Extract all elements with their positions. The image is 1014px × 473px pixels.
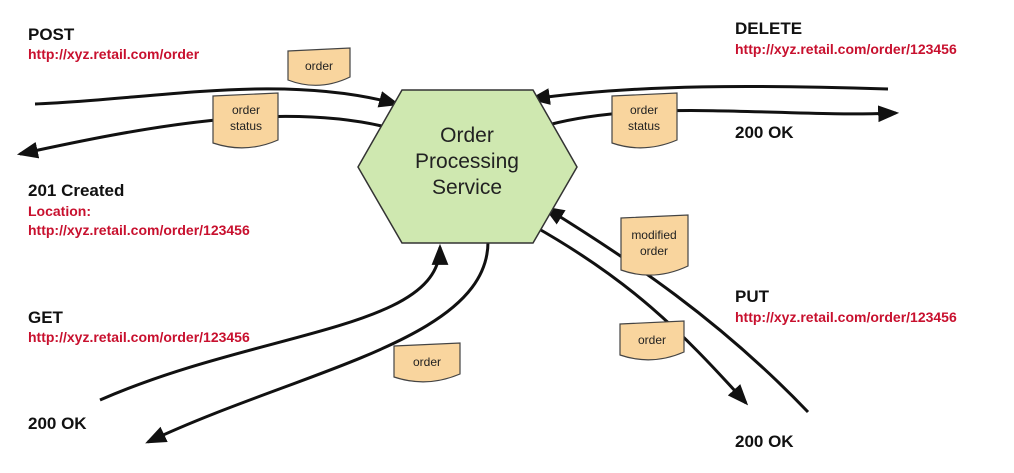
post-response-arrow — [16, 114, 391, 159]
svg-text:order: order — [630, 103, 658, 117]
post-order-flag: order — [287, 47, 351, 86]
svg-text:order: order — [638, 333, 666, 347]
service-label-line-3: Service — [432, 176, 502, 199]
post-url: http://xyz.retail.com/order — [28, 46, 200, 62]
put-response-arrow — [531, 223, 749, 406]
delete-response-arrow — [547, 105, 900, 127]
put-order-flag: order — [619, 320, 685, 361]
post-location-label: Location: — [28, 203, 91, 219]
get-order-flag: order — [393, 342, 461, 383]
svg-text:order: order — [640, 244, 668, 258]
delete-method-label: DELETE — [735, 19, 803, 38]
post-order-status-flag: order status — [212, 92, 279, 149]
svg-text:order: order — [232, 103, 260, 117]
put-method-label: PUT — [735, 287, 769, 306]
svg-text:status: status — [628, 119, 660, 133]
svg-text:modified: modified — [631, 228, 676, 242]
put-request-arrow — [543, 206, 810, 414]
put-response-status: 200 OK — [735, 432, 794, 451]
put-url: http://xyz.retail.com/order/123456 — [735, 309, 957, 325]
svg-text:status: status — [230, 119, 262, 133]
service-label-line-1: Order — [440, 124, 494, 147]
delete-request-arrow — [528, 84, 889, 105]
svg-text:order: order — [413, 355, 441, 369]
get-response-status: 200 OK — [28, 414, 87, 433]
post-response-status: 201 Created — [28, 181, 125, 200]
delete-response-status: 200 OK — [735, 123, 794, 142]
svg-text:order: order — [305, 59, 333, 73]
order-processing-service-hexagon — [357, 89, 578, 244]
post-method-label: POST — [28, 25, 75, 44]
get-url: http://xyz.retail.com/order/123456 — [28, 329, 250, 345]
post-request-arrow — [34, 87, 401, 108]
put-modified-order-flag: modified order — [620, 214, 689, 276]
service-label-line-2: Processing — [415, 150, 519, 173]
post-location-url: http://xyz.retail.com/order/123456 — [28, 222, 250, 238]
get-method-label: GET — [28, 308, 63, 327]
delete-order-status-flag: order status — [611, 92, 678, 149]
get-response-arrow — [145, 239, 490, 444]
get-request-arrow — [99, 243, 449, 402]
delete-url: http://xyz.retail.com/order/123456 — [735, 41, 957, 57]
